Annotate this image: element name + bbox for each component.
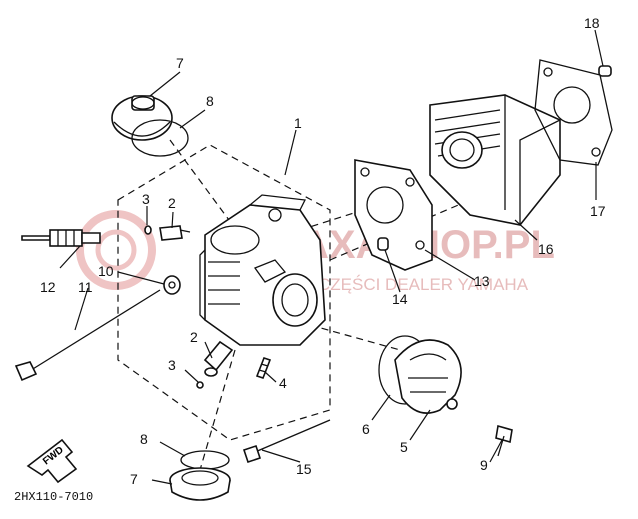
pin-lower [196, 381, 204, 389]
label-part-8-bottom: 8 [140, 431, 148, 447]
leader-lines [59, 29, 604, 485]
cylinder [429, 94, 561, 226]
label-part-3-bottom: 3 [168, 357, 176, 373]
label-part-15: 15 [296, 461, 312, 477]
watermark-logo-inner [95, 229, 137, 271]
cylinder-dowel [377, 237, 389, 251]
cylinder-head [199, 194, 326, 346]
stud-bolt-long [14, 289, 161, 382]
watermark-logo-circle [76, 210, 156, 290]
side-cover [394, 339, 462, 414]
label-part-13: 13 [474, 273, 490, 289]
label-part-7-bottom: 7 [130, 471, 138, 487]
label-part-4: 4 [279, 375, 287, 391]
figure-code: 2HX110-7010 [14, 490, 93, 504]
label-part-7-top: 7 [176, 55, 184, 71]
base-pin [598, 65, 612, 77]
label-part-17: 17 [590, 203, 606, 219]
label-part-9: 9 [480, 457, 488, 473]
label-part-2-bottom: 2 [190, 329, 198, 345]
label-part-10: 10 [98, 263, 114, 279]
tappet-cap-bottom [169, 467, 231, 501]
label-part-14: 14 [392, 291, 408, 307]
fitting-upper [159, 225, 191, 241]
assembly-outline [117, 144, 331, 441]
alignment-line-bottom-cap [199, 349, 236, 471]
head-gasket [354, 159, 433, 271]
label-part-18: 18 [584, 15, 600, 31]
label-part-16: 16 [538, 241, 554, 257]
label-part-12: 12 [40, 279, 56, 295]
fitting-lower [203, 340, 234, 377]
label-part-2-top: 2 [168, 195, 176, 211]
watermark-tagline: CZĘŚCI DEALER YAMAHA [318, 275, 529, 294]
fwd-arrow-icon: FWD [26, 438, 78, 484]
label-part-1: 1 [294, 115, 302, 131]
bolt-long [242, 419, 331, 464]
dowel-pin [255, 357, 272, 379]
label-part-3-top: 3 [142, 191, 150, 207]
label-part-11: 11 [78, 279, 93, 295]
part-labels: 7 8 1 3 2 10 12 11 2 3 4 8 7 15 6 5 9 13… [40, 15, 606, 487]
washer [163, 275, 181, 295]
label-part-8-top: 8 [206, 93, 214, 109]
alignment-line-cap [309, 324, 401, 351]
label-part-6: 6 [362, 421, 370, 437]
label-part-5: 5 [400, 439, 408, 455]
spark-plug [21, 229, 101, 247]
alignment-line-head-gasket [299, 199, 396, 231]
tappet-cap-top [111, 95, 173, 141]
pin-upper [144, 225, 152, 235]
o-ring-top [131, 119, 189, 157]
o-ring-bottom [180, 450, 230, 470]
cover-bolt [495, 424, 513, 457]
